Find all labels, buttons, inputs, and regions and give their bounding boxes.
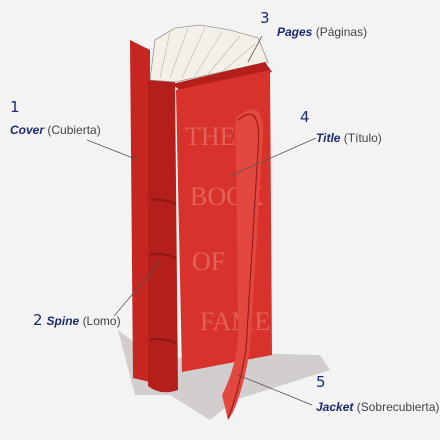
label-pages: Pages (Páginas) — [277, 25, 367, 39]
leader-title — [229, 137, 317, 177]
jacket-edge — [227, 113, 260, 419]
label-number-title: 4 — [300, 108, 310, 126]
label-spine-en: Spine — [46, 314, 80, 328]
label-jacket: Jacket (Sobrecubierta) — [316, 400, 439, 414]
spine-band-top — [149, 198, 177, 205]
leader-jacket — [237, 374, 313, 406]
label-number-spine: 2 — [33, 311, 43, 329]
leader-spine — [113, 261, 161, 317]
book-jacket — [222, 109, 263, 420]
label-jacket-en: Jacket — [316, 400, 354, 414]
label-title-en: Title — [316, 131, 341, 145]
label-cover: Cover (Cubierta) — [10, 123, 101, 137]
leader-pages — [247, 35, 263, 63]
book-shadow — [118, 330, 330, 420]
label-cover-en: Cover — [10, 123, 45, 137]
label-cover-es: (Cubierta) — [47, 123, 101, 137]
leader-lines — [86, 35, 317, 406]
label-title-es: (Título) — [343, 131, 382, 145]
leader-cover — [86, 139, 139, 161]
label-number-cover: 1 — [10, 98, 20, 116]
spine-band-low — [149, 338, 177, 344]
book-spine — [148, 76, 178, 393]
label-pages-es: (Páginas) — [315, 25, 368, 39]
front-cover-top — [172, 62, 272, 92]
label-jacket-es: (Sobrecubierta) — [356, 400, 440, 414]
label-number-jacket: 5 — [316, 373, 326, 391]
book-title-line: THE — [185, 122, 236, 151]
spine-band-mid — [149, 253, 177, 259]
label-title: Title (Título) — [316, 131, 382, 145]
book-title-line: OF — [192, 247, 225, 276]
back-cover — [130, 40, 150, 382]
label-spine-es: (Lomo) — [82, 314, 121, 328]
label-number-pages: 3 — [260, 9, 270, 27]
book-title-line: FAME — [200, 307, 270, 336]
label-pages-en: Pages — [277, 25, 313, 39]
